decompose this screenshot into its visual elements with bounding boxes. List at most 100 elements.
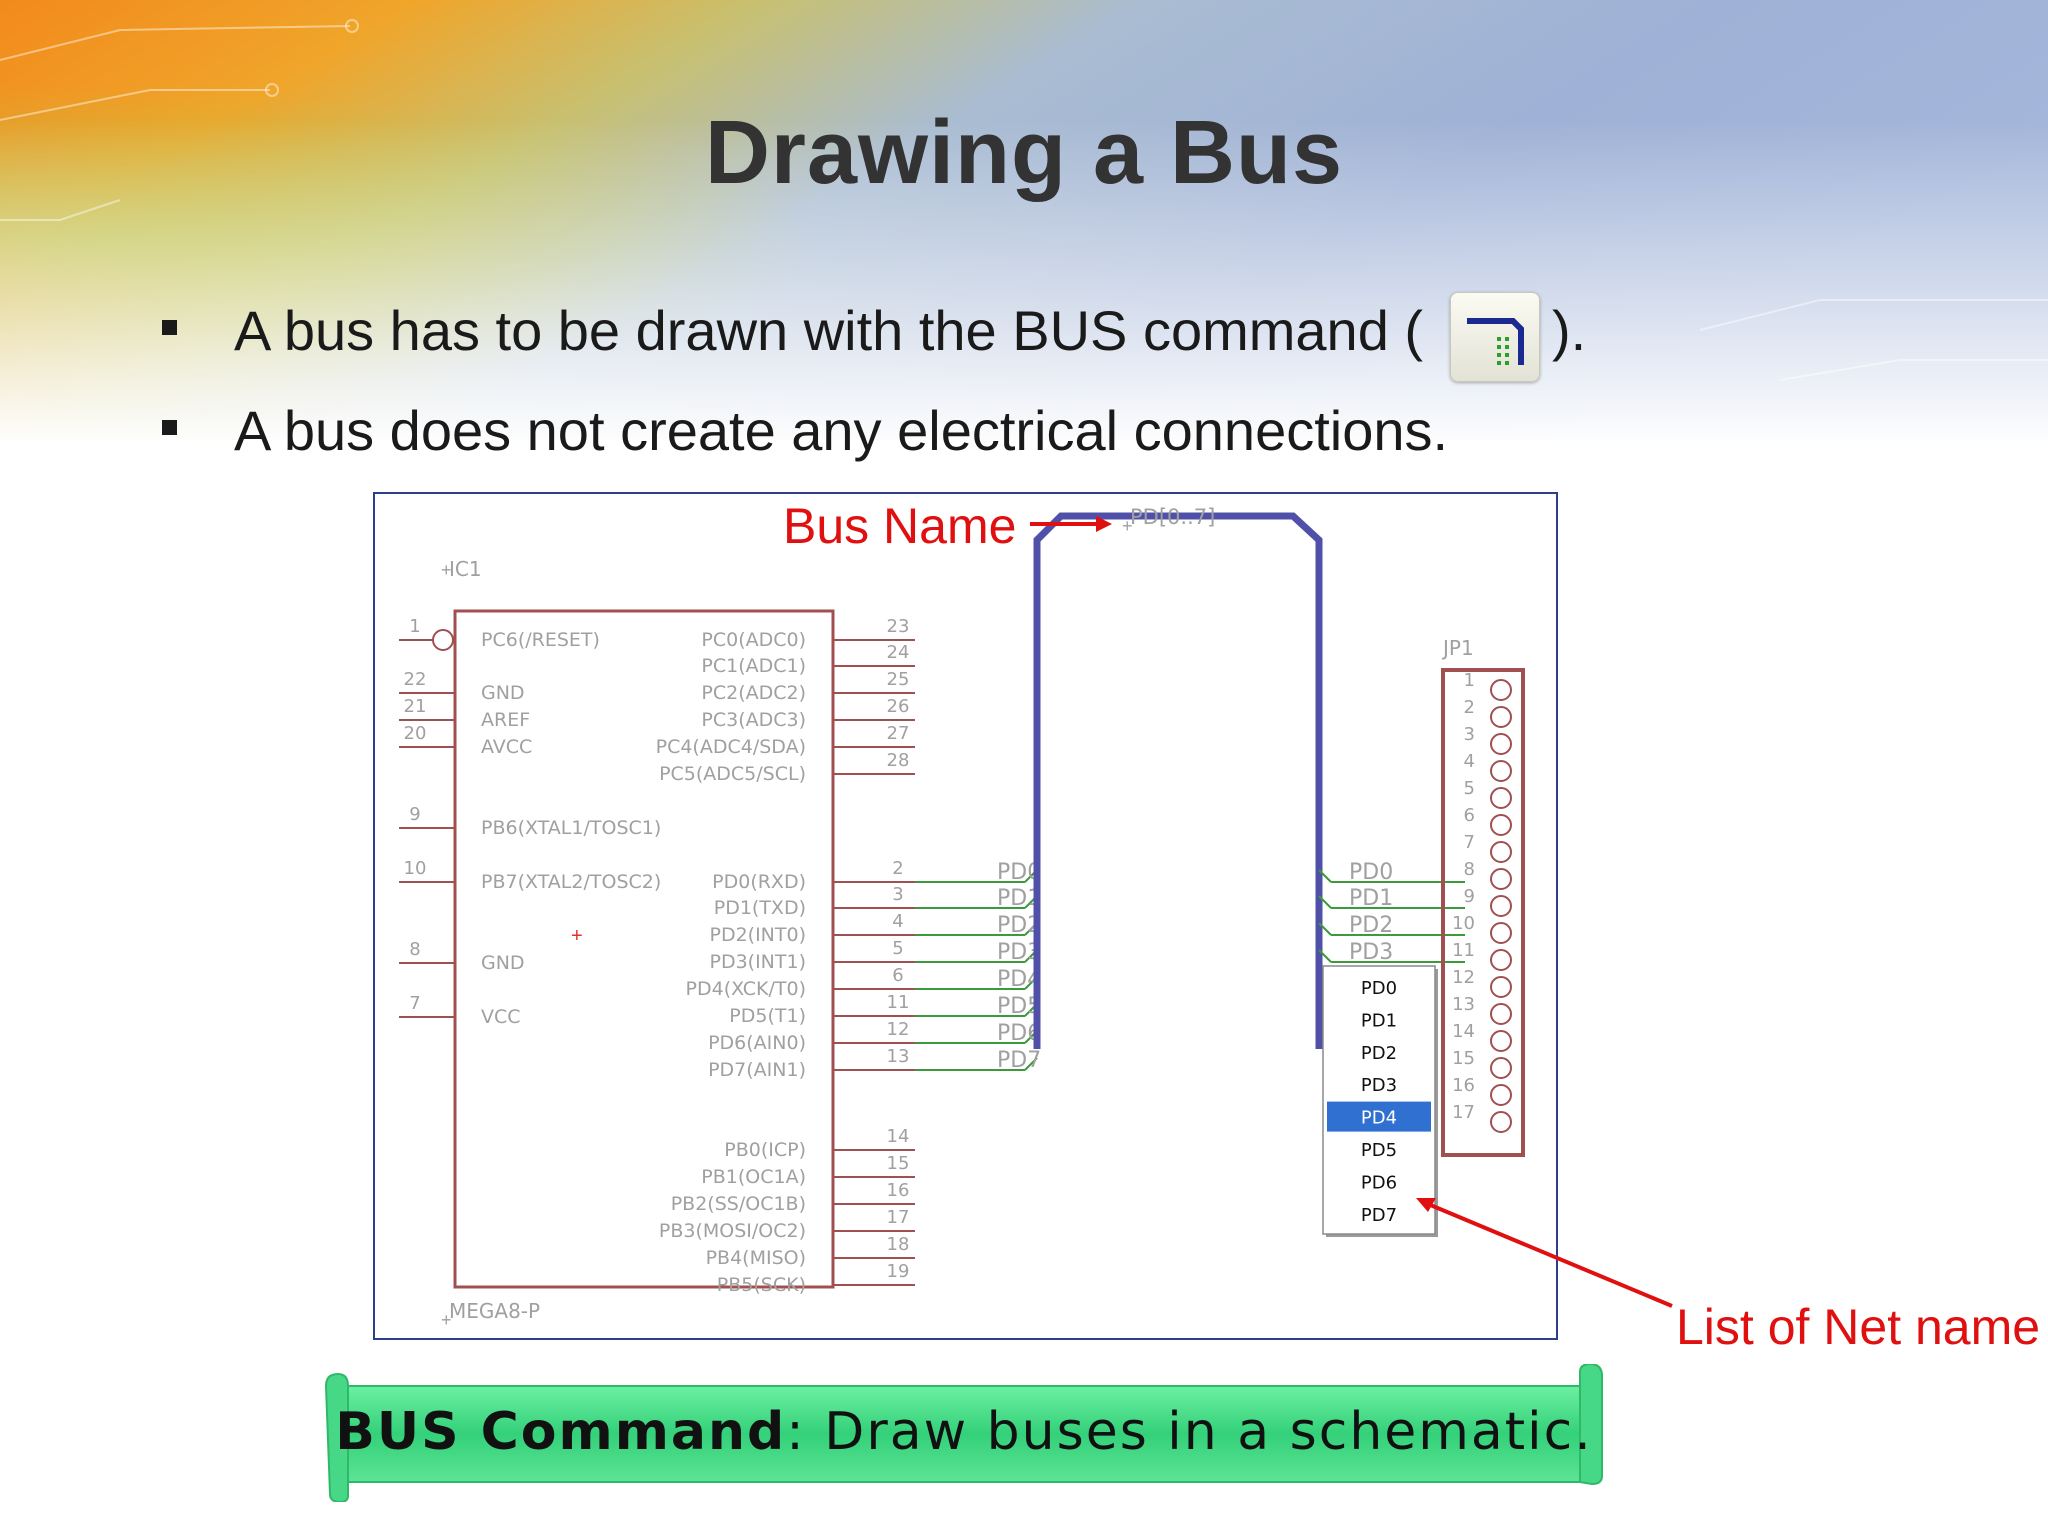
ic-pin-number-right: 13 bbox=[887, 1046, 910, 1067]
ic-pin-label-right: PC2(ADC2) bbox=[701, 682, 806, 704]
net-list-item: PD3 bbox=[1361, 1075, 1397, 1096]
connector-pin-number: 4 bbox=[1464, 751, 1475, 772]
ic-pin-label-right: PB0(ICP) bbox=[724, 1139, 806, 1161]
connector-pin-number: 10 bbox=[1452, 913, 1475, 934]
connector-pin-pad bbox=[1490, 706, 1512, 728]
net-label-left: PD7 bbox=[997, 1048, 1041, 1073]
connector-pin-number: 2 bbox=[1464, 697, 1475, 718]
connector-pin-pad bbox=[1490, 679, 1512, 701]
command-note-banner: BUS Command: Draw buses in a schematic. bbox=[322, 1364, 1606, 1502]
command-note-text: BUS Command: Draw buses in a schematic. bbox=[322, 1402, 1606, 1462]
ic-pin-label-right: PD3(INT1) bbox=[709, 951, 806, 973]
connector-pin-number: 6 bbox=[1464, 805, 1475, 826]
ic-pin-label-left: AREF bbox=[481, 709, 530, 731]
ic-value-origin-mark: + bbox=[441, 1310, 452, 1330]
ic-pin-number-right: 16 bbox=[887, 1180, 910, 1201]
ic-pin-number-right: 23 bbox=[887, 616, 910, 637]
ic-pin-number-right: 28 bbox=[887, 750, 910, 771]
connector-pin-number: 3 bbox=[1464, 724, 1475, 745]
ic-pin-number-right: 6 bbox=[892, 965, 903, 986]
connector-pin-pad bbox=[1490, 733, 1512, 755]
connector-pin-pad bbox=[1490, 1030, 1512, 1052]
ic-pin-label-right: PD2(INT0) bbox=[709, 924, 806, 946]
connector-pin-pad bbox=[1490, 949, 1512, 971]
ic-pin-number-right: 17 bbox=[887, 1207, 910, 1228]
schematic-canvas: IC1+MEGA8-P++1PC6(/RESET)22GND21AREF20AV… bbox=[399, 505, 1525, 1330]
bullet-marker bbox=[162, 320, 177, 335]
connector-pin-pad bbox=[1490, 841, 1512, 863]
ic-pin-label-right: PB2(SS/OC1B) bbox=[671, 1193, 806, 1215]
connector-pin-pad bbox=[1490, 895, 1512, 917]
bus-name-callout: Bus Name bbox=[783, 498, 1017, 554]
ic-pin-number-right: 15 bbox=[887, 1153, 910, 1174]
ic-pin-label-right: PC3(ADC3) bbox=[701, 709, 806, 731]
ic-origin-mark: + bbox=[441, 560, 452, 580]
ic-pin-label-right: PD6(AIN0) bbox=[708, 1032, 806, 1054]
connector-pin-number: 13 bbox=[1452, 994, 1475, 1015]
ic-pin-number-left: 21 bbox=[404, 696, 427, 717]
ic-pin-number-right: 5 bbox=[892, 938, 903, 959]
ic-pin-label-right: PB1(OC1A) bbox=[701, 1166, 806, 1188]
ic-pin-label-left: AVCC bbox=[481, 736, 532, 758]
net-label-right: PD3 bbox=[1349, 940, 1393, 965]
ic-pin-label-right: PD0(RXD) bbox=[712, 871, 806, 893]
net-list-item: PD6 bbox=[1361, 1172, 1397, 1193]
connector-body bbox=[1441, 668, 1525, 1157]
ic-pin-label-right: PC1(ADC1) bbox=[701, 655, 806, 677]
ic-pin-number-left: 22 bbox=[404, 669, 427, 690]
command-separator: : bbox=[786, 1402, 806, 1462]
ic-pin-label-right: PB4(MISO) bbox=[706, 1247, 806, 1269]
reset-pin-inversion-circle bbox=[432, 629, 454, 651]
net-list-item: PD1 bbox=[1361, 1010, 1397, 1031]
ic-pin-label-right: PC5(ADC5/SCL) bbox=[659, 763, 806, 785]
ic-pin-number-right: 3 bbox=[892, 884, 903, 905]
ic-pin-label-left: GND bbox=[481, 682, 525, 704]
ic-pin-label-right: PD4(XCK/T0) bbox=[686, 978, 806, 1000]
bullet-text-suffix: ). bbox=[1552, 299, 1587, 362]
command-name: BUS Command bbox=[335, 1402, 787, 1462]
net-label-right: PD0 bbox=[1349, 860, 1393, 885]
connector-pin-pad bbox=[1490, 760, 1512, 782]
net-list-popup bbox=[1322, 965, 1436, 1235]
connector-pin-pad bbox=[1490, 1003, 1512, 1025]
ic-pin-label-left: PC6(/RESET) bbox=[481, 629, 600, 651]
ic-pin-label-right: PC0(ADC0) bbox=[701, 629, 806, 651]
ic-pin-number-left: 10 bbox=[404, 858, 427, 879]
ic-body bbox=[453, 609, 835, 1289]
net-list-item: PD0 bbox=[1361, 978, 1397, 999]
ic-pin-label-left: PB7(XTAL2/TOSC2) bbox=[481, 871, 661, 893]
net-list-item: PD2 bbox=[1361, 1043, 1397, 1064]
bus-name-label: PD[0..7] bbox=[1130, 505, 1215, 529]
bus-name-origin-mark: + bbox=[1122, 516, 1133, 536]
bullet-text: A bus has to be drawn with the BUS comma… bbox=[234, 299, 1424, 362]
ic-pin-number-right: 26 bbox=[887, 696, 910, 717]
connector-pin-number: 12 bbox=[1452, 967, 1475, 988]
net-wire-right-diagonal bbox=[1318, 895, 1332, 909]
net-list-item: PD5 bbox=[1361, 1140, 1397, 1161]
connector-pin-pad bbox=[1490, 787, 1512, 809]
command-description: Draw buses in a schematic. bbox=[824, 1402, 1593, 1462]
connector-pin-number: 17 bbox=[1452, 1102, 1475, 1123]
ic-pin-label-right: PC4(ADC4/SDA) bbox=[656, 736, 806, 758]
net-list-callout: List of Net name bbox=[1676, 1299, 2041, 1355]
ic-pin-label-right: PB3(MOSI/OC2) bbox=[659, 1220, 806, 1242]
net-wire-right-diagonal bbox=[1318, 922, 1332, 936]
ic-pin-label-left: GND bbox=[481, 952, 525, 974]
ic-pin-number-right: 11 bbox=[887, 992, 910, 1013]
connector-pin-pad bbox=[1490, 976, 1512, 998]
ic-pin-number-left: 20 bbox=[404, 723, 427, 744]
ic-pin-label-left: PB6(XTAL1/TOSC1) bbox=[481, 817, 661, 839]
connector-pin-number: 8 bbox=[1464, 859, 1475, 880]
net-list-item-highlight bbox=[1327, 1101, 1431, 1132]
connector-pin-pad bbox=[1490, 814, 1512, 836]
net-list-item: PD7 bbox=[1361, 1205, 1397, 1226]
connector-pin-number: 15 bbox=[1452, 1048, 1475, 1069]
ic-pin-number-right: 19 bbox=[887, 1261, 910, 1282]
ic-pin-label-right: PB5(SCK) bbox=[717, 1274, 806, 1296]
ic-pin-number-right: 25 bbox=[887, 669, 910, 690]
net-label-right: PD1 bbox=[1349, 886, 1393, 911]
bus-command-icon bbox=[1450, 292, 1540, 382]
connector-pin-pad bbox=[1490, 922, 1512, 944]
ic-pin-number-right: 24 bbox=[887, 642, 910, 663]
ic-pin-label-left: VCC bbox=[481, 1006, 521, 1028]
